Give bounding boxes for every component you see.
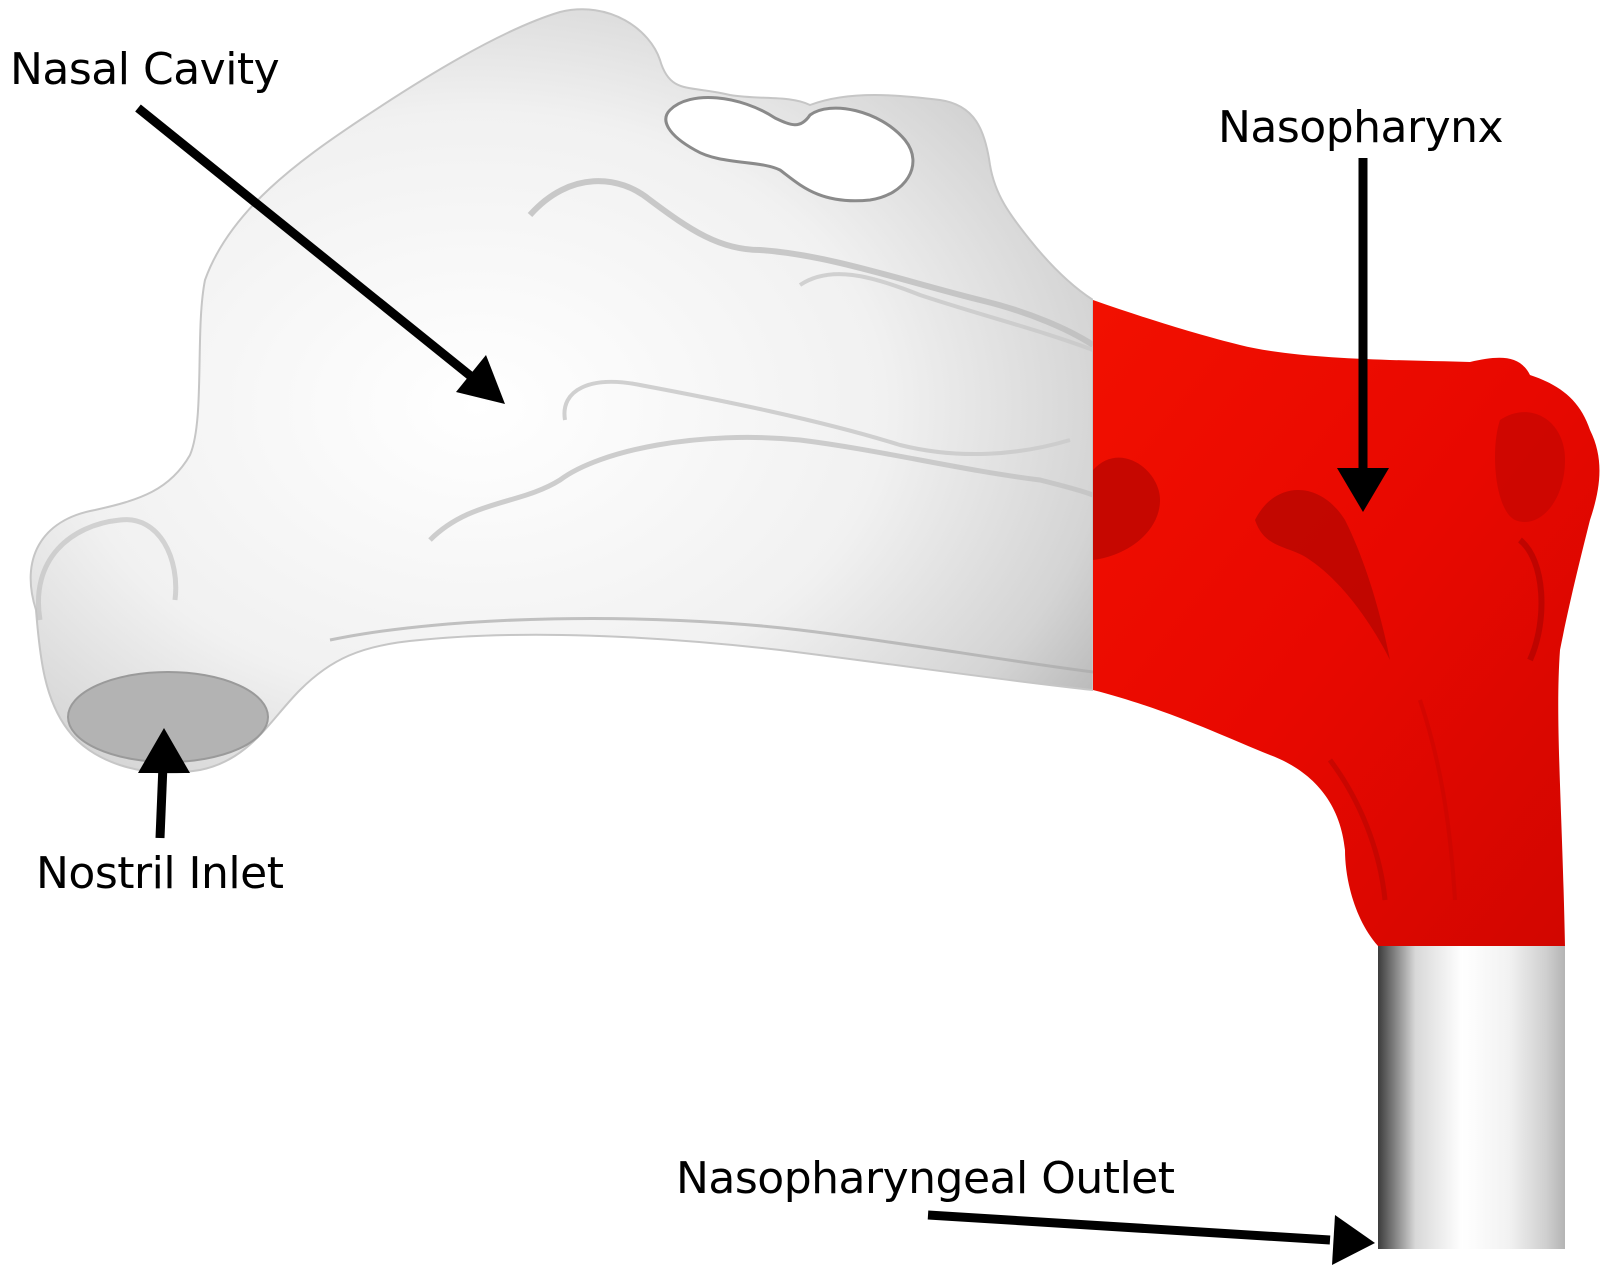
nostril-inlet-label: Nostril Inlet bbox=[36, 848, 284, 899]
arrow-nostril-inlet bbox=[138, 728, 190, 839]
nasopharyngeal-outlet-label: Nasopharyngeal Outlet bbox=[676, 1153, 1175, 1204]
nasopharynx-label: Nasopharynx bbox=[1218, 102, 1504, 153]
nasal-cavity-surface bbox=[29, 8, 1093, 774]
arrow-nasal-cavity bbox=[135, 104, 505, 404]
arrow-nasopharynx bbox=[1337, 158, 1389, 512]
nasal-cavity-label: Nasal Cavity bbox=[10, 44, 280, 95]
nasopharynx-region bbox=[1093, 300, 1600, 946]
outlet-tube bbox=[1378, 946, 1565, 1249]
arrow-nasopharyngeal-outlet bbox=[927, 1210, 1375, 1265]
